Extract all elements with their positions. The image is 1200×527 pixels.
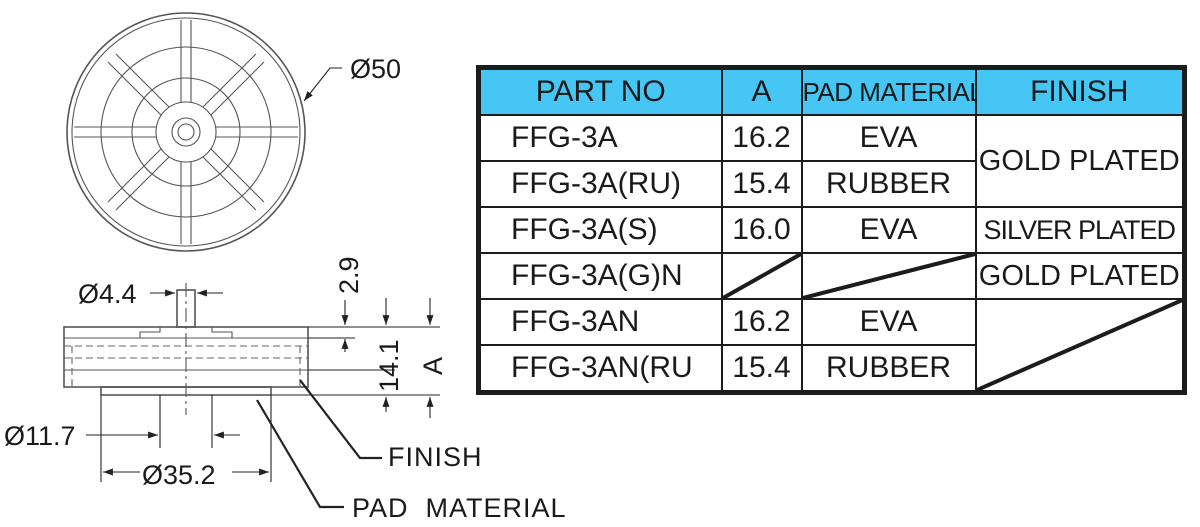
dim-stem-diameter: Ø4.4: [78, 279, 137, 309]
cell-a-empty: [720, 252, 803, 300]
cell-pad: EVA: [800, 114, 977, 162]
dim-outer-diameter: Ø50: [350, 54, 401, 84]
dim-height-a: A: [418, 357, 448, 375]
cell-part: FFG-3AN: [477, 298, 723, 346]
top-view: Ø50: [66, 12, 401, 252]
cell-part: FFG-3A(G)N: [477, 252, 723, 300]
cell-finish: GOLD PLATED: [974, 114, 1186, 208]
cell-a: 16.2: [720, 114, 803, 162]
callout-finish: FINISH: [388, 442, 483, 472]
diagonal-slash: [977, 300, 1183, 390]
callout-pad-material: PAD MATERIAL: [352, 493, 567, 523]
dim-base-diameter: Ø11.7: [4, 421, 76, 451]
cell-pad-empty: [800, 252, 977, 300]
cell-part: FFG-3A(S): [477, 206, 723, 254]
cell-pad: EVA: [800, 206, 977, 254]
table-row: FFG-3AN(RU 15.4 RUBBER: [477, 344, 1185, 394]
cell-pad: EVA: [800, 298, 977, 346]
header-a: A: [720, 66, 803, 116]
cell-a: 16.2: [720, 298, 803, 346]
cell-part: FFG-3A(RU): [477, 160, 723, 208]
cell-finish: GOLD PLATED: [974, 252, 1186, 300]
spokes: [74, 20, 298, 244]
cell-part: FFG-3A: [477, 114, 723, 162]
dim-pad-diameter: Ø35.2: [142, 460, 216, 490]
table-row: FFG-3A(S) 16.0 EVA SILVER PLATED: [477, 206, 1186, 254]
side-view: Ø4.4 2.9 14.1 A Ø11.7 Ø35.2 FINIS: [4, 256, 567, 523]
table-row: FFG-3A 16.2 EVA GOLD PLATED: [477, 114, 1186, 208]
dim-height-14-1: 14.1: [374, 339, 404, 392]
table-header-row: PART NO A PAD MATERIAL FINISH: [477, 66, 1186, 116]
cell-a: 16.0: [720, 206, 803, 254]
cell-pad: RUBBER: [800, 160, 977, 208]
cell-finish: SILVER PLATED: [974, 206, 1186, 254]
cell-finish-empty: [974, 298, 1186, 394]
diagonal-slash: [723, 254, 801, 298]
header-pad-material: PAD MATERIAL: [800, 66, 977, 116]
diagonal-slash: [803, 254, 975, 298]
cell-pad: RUBBER: [800, 344, 977, 394]
table-row: FFG-3AN 16.2 EVA: [477, 298, 1186, 394]
table-row: FFG-3A(G)N GOLD PLATED: [477, 252, 1186, 300]
dim-height-2-9: 2.9: [334, 256, 364, 294]
header-finish: FINISH: [974, 66, 1186, 116]
cell-a: 15.4: [720, 344, 803, 394]
header-part-no: PART NO: [477, 66, 723, 116]
spec-table: PART NO A PAD MATERIAL FINISH FFG-3A 16.…: [476, 65, 1187, 395]
cell-a: 15.4: [720, 160, 803, 208]
cell-part: FFG-3AN(RU: [477, 344, 723, 394]
table-row: FFG-3A(RU) 15.4 RUBBER: [477, 160, 1185, 208]
